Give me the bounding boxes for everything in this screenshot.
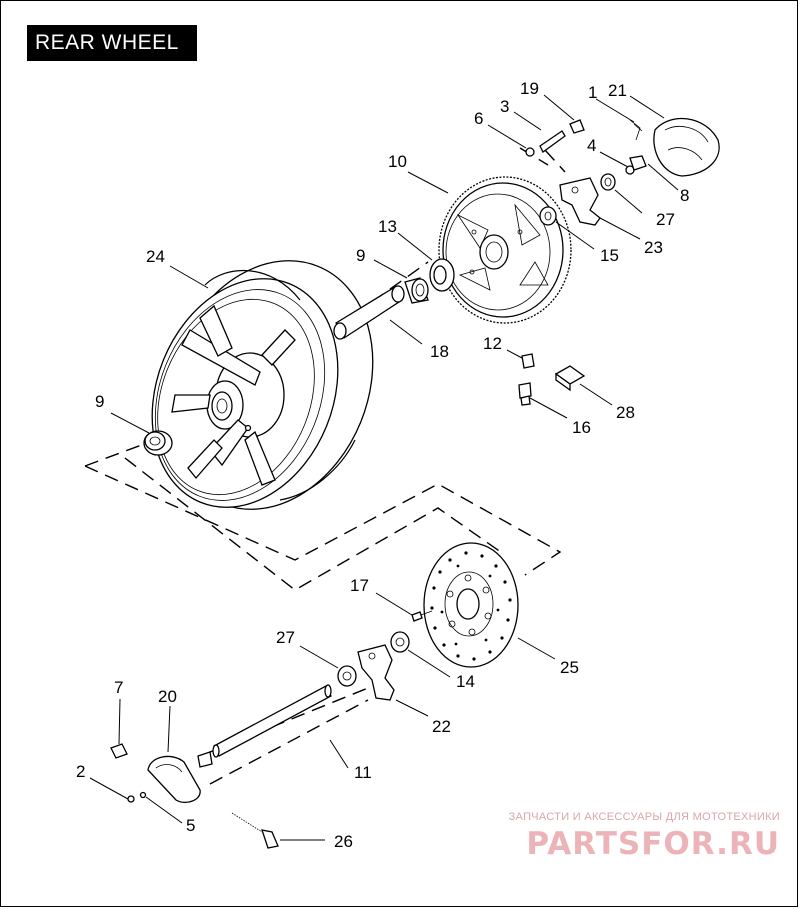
- callout-19: 19: [520, 79, 539, 98]
- callout-25: 25: [560, 658, 579, 677]
- leader-lines: [89, 94, 679, 841]
- callout-5: 5: [186, 816, 195, 835]
- callout-27-lower: 27: [276, 628, 295, 647]
- callout-6: 6: [474, 109, 483, 128]
- callout-8: 8: [680, 186, 689, 205]
- rotor-bolt: [411, 610, 433, 622]
- callout-labels: 1 2 3 4 5 6 7 8 9 9 10 11 12 13 14 15 16…: [76, 79, 689, 851]
- axle-cover: [147, 755, 201, 804]
- spacer-washer-lower: [337, 665, 357, 687]
- callout-26: 26: [334, 832, 353, 851]
- callout-9-lower: 9: [95, 392, 104, 411]
- bearing-lower: [143, 430, 173, 456]
- callout-28: 28: [616, 403, 635, 422]
- callout-20: 20: [158, 687, 177, 706]
- callout-17: 17: [350, 576, 369, 595]
- diagram-title: REAR WHEEL: [27, 25, 197, 61]
- callout-7: 7: [114, 678, 123, 697]
- cover-screw: [127, 791, 147, 803]
- callout-11: 11: [354, 763, 372, 782]
- callout-27-upper: 27: [656, 210, 675, 229]
- rear-axle: [197, 684, 332, 768]
- watermark-tagline: ЗАПЧАСТИ И АКСЕССУАРЫ ДЛЯ МОТОТЕХНИКИ: [508, 811, 780, 823]
- axle-nut: [110, 743, 128, 759]
- callout-10: 10: [388, 152, 407, 171]
- sprocket-fasteners: [525, 119, 647, 226]
- axle-plug: [231, 812, 279, 849]
- axle-spacer-sleeve: [333, 285, 405, 340]
- sprocket-cover: [653, 117, 720, 177]
- sprocket-spacer: [429, 258, 455, 292]
- callout-2: 2: [76, 762, 85, 781]
- callout-18: 18: [430, 342, 449, 361]
- axle-adjuster-upper: [559, 177, 601, 226]
- callout-3: 3: [500, 97, 509, 116]
- callout-24: 24: [146, 247, 165, 266]
- balance-weight: [554, 365, 586, 392]
- callout-22: 22: [432, 717, 451, 736]
- callout-23: 23: [644, 238, 663, 257]
- brake-rotor: [423, 542, 519, 668]
- callout-13: 13: [378, 217, 397, 236]
- callout-21: 21: [608, 81, 627, 100]
- axle-washer: [390, 631, 410, 653]
- axle-adjuster-lower: [357, 644, 395, 701]
- rear-wheel-rim: [151, 260, 374, 510]
- callout-9-upper: 9: [356, 246, 365, 265]
- watermark-brand: PARTSFOR.RU: [526, 826, 780, 862]
- rear-sprocket: [438, 176, 572, 324]
- callout-14: 14: [456, 672, 475, 691]
- valve-stem: [518, 353, 535, 406]
- callout-4: 4: [587, 136, 596, 155]
- callout-16: 16: [572, 418, 591, 437]
- callout-15: 15: [600, 246, 619, 265]
- callout-1: 1: [588, 83, 597, 102]
- bearing-upper: [404, 277, 429, 304]
- callout-12: 12: [483, 334, 502, 353]
